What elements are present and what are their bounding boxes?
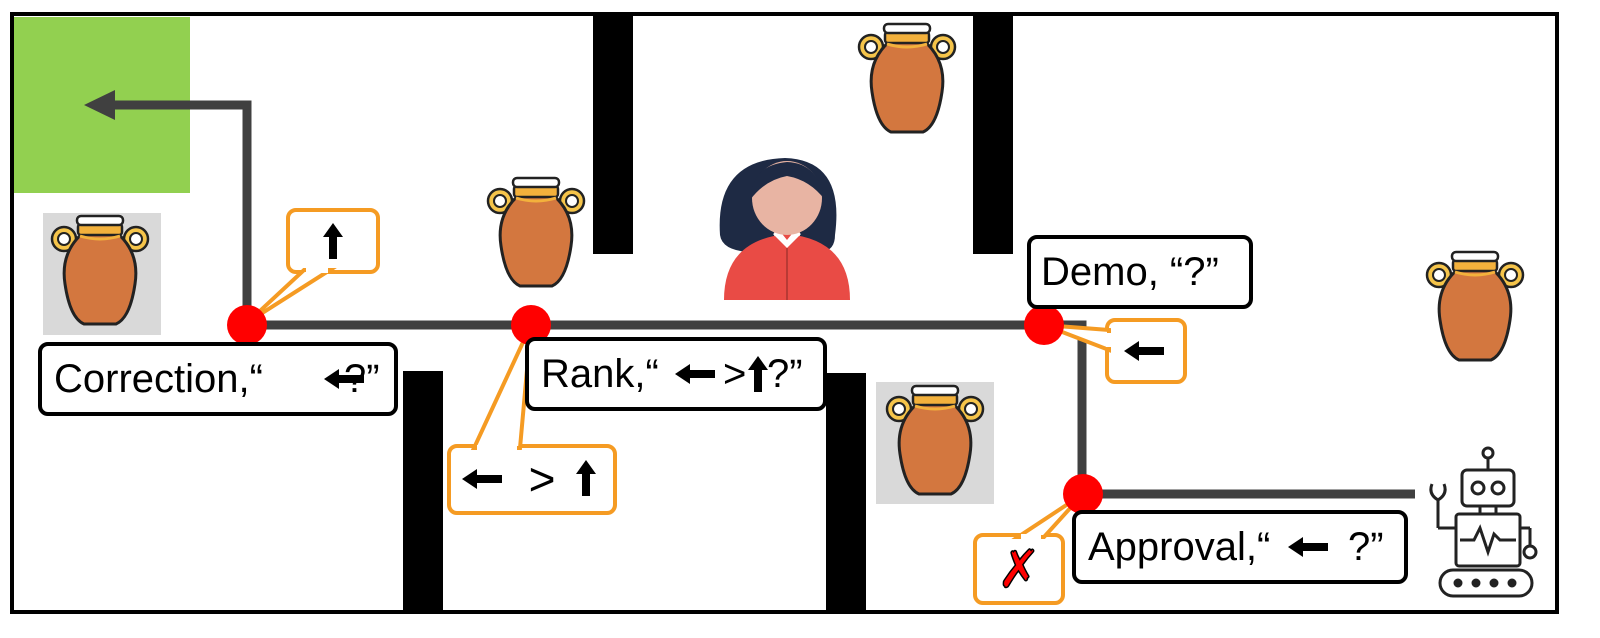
human-avatar-icon [719, 158, 850, 300]
left-arrow-icon [675, 364, 715, 384]
jar-icon [486, 176, 586, 288]
walls [403, 14, 1013, 612]
left-arrow-icon [1288, 537, 1328, 557]
rank-response-bubble: > [447, 324, 617, 515]
decision-point-approval [1063, 474, 1103, 514]
demo-response-bubble [1043, 318, 1187, 384]
wall-1 [593, 14, 633, 254]
approval-query-prefix: Approval,“ [1088, 525, 1271, 569]
wall-2 [973, 14, 1013, 254]
approval-response-bubble: ✗ [973, 492, 1085, 605]
robot-icon [1429, 446, 1538, 598]
correction-query-label: Correction,“ ?” [38, 342, 398, 416]
wall-4 [826, 373, 866, 612]
decision-points [227, 305, 1103, 514]
demo-query-label: Demo, “?” [1027, 235, 1253, 309]
correction-response-bubble [246, 208, 380, 324]
decision-point-demo [1024, 305, 1064, 345]
approval-query-suffix: ?” [1348, 525, 1384, 569]
rank-query-label: Rank,“ > ?” [525, 337, 827, 411]
rank-query-middle: > [723, 352, 747, 396]
approval-query-label: Approval,“ ?” [1072, 510, 1408, 584]
jar-icon [1425, 250, 1525, 362]
rank-query-prefix: Rank,“ [541, 352, 659, 396]
decision-point-correction [227, 305, 267, 345]
trajectory-path [105, 100, 1415, 499]
wall-3 [403, 371, 443, 612]
grid-border [10, 12, 1559, 614]
correction-query-suffix: ?” [344, 357, 380, 401]
decision-point-rank [511, 305, 551, 345]
reject-x-icon: ✗ [997, 540, 1041, 600]
path-arrowhead [84, 90, 115, 120]
rank-response-symbol: > [529, 453, 556, 505]
correction-query-prefix: Correction,“ [54, 357, 263, 401]
demo-query-text: Demo, “?” [1041, 250, 1219, 294]
jar-icon [857, 22, 957, 134]
up-arrow-icon [748, 356, 768, 392]
rank-query-suffix: ?” [767, 352, 803, 396]
